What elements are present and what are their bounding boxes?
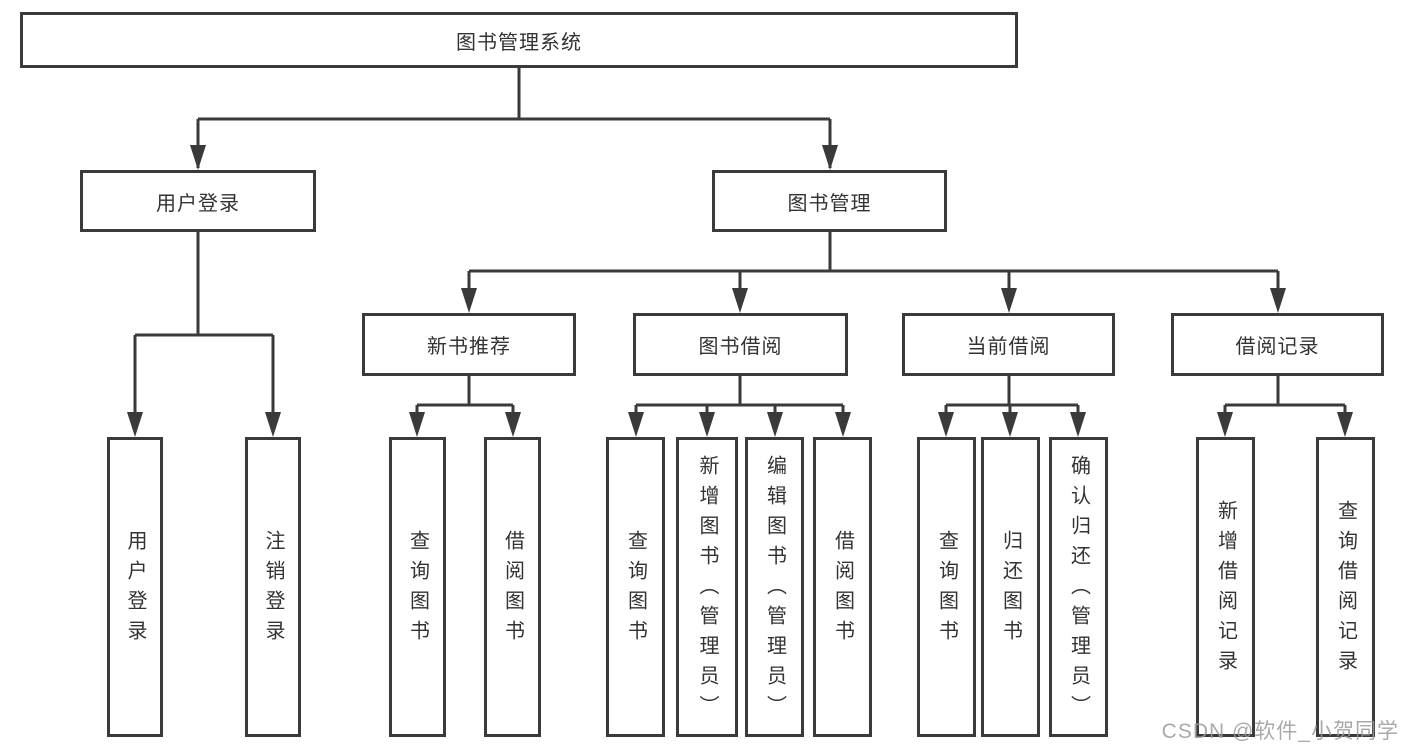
leaf-edit-books-admin: 编辑图书（管理员） <box>745 437 804 737</box>
leaf-query-borrow-record: 查询借阅记录 <box>1316 437 1375 737</box>
leaf-query-books-current: 查询图书 <box>917 437 976 737</box>
leaf-query-books-borrowing: 查询图书 <box>606 437 665 737</box>
node-current-borrowing: 当前借阅 <box>902 313 1115 376</box>
leaf-query-books-recommend: 查询图书 <box>389 437 446 737</box>
leaf-add-books-admin: 新增图书（管理员） <box>676 437 738 737</box>
leaf-user-login: 用户登录 <box>107 437 163 737</box>
node-book-management-branch: 图书管理 <box>712 170 947 232</box>
leaf-return-books: 归还图书 <box>981 437 1040 737</box>
leaf-borrow-books-borrowing: 借阅图书 <box>813 437 872 737</box>
node-book-borrowing: 图书借阅 <box>633 313 848 376</box>
leaf-confirm-return-admin: 确认归还（管理员） <box>1049 437 1108 737</box>
node-user-login-branch: 用户登录 <box>80 170 316 232</box>
node-new-book-recommendation: 新书推荐 <box>362 313 576 376</box>
leaf-add-borrow-record: 新增借阅记录 <box>1196 437 1255 737</box>
csdn-watermark: CSDN @软件_小贺同学 <box>1161 720 1399 743</box>
node-book-management-system: 图书管理系统 <box>20 12 1018 68</box>
leaf-borrow-books-recommend: 借阅图书 <box>484 437 541 737</box>
leaf-logout: 注销登录 <box>245 437 301 737</box>
node-borrowing-records: 借阅记录 <box>1171 313 1384 376</box>
